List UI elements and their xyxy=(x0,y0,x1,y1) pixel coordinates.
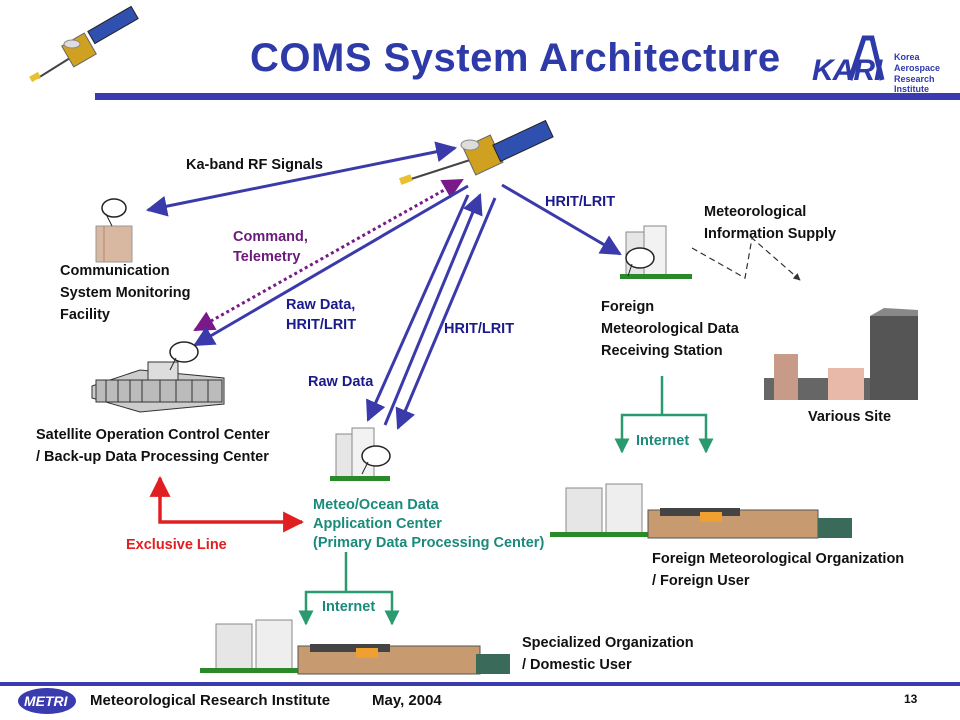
met-info-label-line2: Information Supply xyxy=(704,226,837,242)
hrit-mid-label: HRIT/LRIT xyxy=(444,321,515,337)
socc-label-line2: / Back-up Data Processing Center xyxy=(36,449,269,465)
internet-bottom-label: Internet xyxy=(322,599,376,615)
foreign-station-label-line2: Meteorological Data xyxy=(601,321,739,337)
command-label-line1: Command, xyxy=(233,229,308,245)
meteo-center-label-line2: Application Center xyxy=(313,516,442,532)
foreign-org-label-line2: / Foreign User xyxy=(652,573,750,589)
page-number: 13 xyxy=(904,692,918,706)
foreign-station-label-line1: Foreign xyxy=(601,299,655,315)
raw-hrit-label-line1: Raw Data, xyxy=(286,297,356,313)
specialized-org-label-line2: / Domestic User xyxy=(522,657,632,673)
city-skyline-icon xyxy=(764,308,918,400)
exclusive-line-label: Exclusive Line xyxy=(126,537,227,553)
satellite-icon-small xyxy=(29,5,139,83)
met-info-supply-link xyxy=(691,236,801,281)
foreign-station-label-line3: Receiving Station xyxy=(601,343,723,359)
hrit-mid-link xyxy=(395,197,497,430)
meteo-center-label-line3: (Primary Data Processing Center) xyxy=(313,535,545,551)
foreign-station-link xyxy=(501,183,622,256)
meteo-center-label-line1: Meteo/Ocean Data xyxy=(313,497,439,513)
title-underline xyxy=(95,93,960,100)
metri-logo: METRI xyxy=(18,688,76,714)
internet-right-link xyxy=(620,376,708,450)
comm-facility-label-line3: Facility xyxy=(60,307,110,323)
kari-logo-acronym: KARI xyxy=(812,54,882,87)
domestic-user-buildings-icon xyxy=(200,619,510,675)
raw-data-label: Raw Data xyxy=(308,374,374,390)
various-site-label: Various Site xyxy=(808,409,892,425)
comm-facility-label-line1: Communication xyxy=(60,263,170,279)
foreign-station-icon xyxy=(620,225,692,279)
kari-logo-line2: Aerospace xyxy=(894,63,941,73)
raw-hrit-label-line2: HRIT/LRIT xyxy=(286,317,357,333)
exclusive-line-link xyxy=(149,475,305,533)
footer-date: May, 2004 xyxy=(372,692,442,709)
footer-institute: Meteorological Research Institute xyxy=(90,692,331,709)
satellite-icon-main xyxy=(398,119,554,185)
meteo-center-icon xyxy=(330,427,391,481)
kari-logo-line1: Korea xyxy=(894,52,920,62)
kari-logo-line3: Research Institute xyxy=(894,74,935,94)
specialized-org-label-line1: Specialized Organization xyxy=(522,635,694,651)
raw-data-link xyxy=(366,194,470,422)
foreign-org-buildings-icon xyxy=(550,483,852,539)
socc-label-line1: Satellite Operation Control Center xyxy=(36,427,270,443)
socc-building-icon xyxy=(91,341,225,413)
kari-logo: KARI Korea Aerospace Research Institute xyxy=(812,30,960,94)
command-label-line2: Telemetry xyxy=(233,249,301,265)
socc-link xyxy=(193,184,469,347)
footer-rule xyxy=(0,682,960,686)
comm-facility-label-line2: System Monitoring xyxy=(60,285,191,301)
ka-band-label: Ka-band RF Signals xyxy=(186,157,323,173)
internet-right-label: Internet xyxy=(636,433,690,449)
comm-facility-icon xyxy=(95,198,133,263)
foreign-org-label-line1: Foreign Meteorological Organization xyxy=(652,551,905,567)
hrit-top-label: HRIT/LRIT xyxy=(545,194,616,210)
metri-logo-text: METRI xyxy=(24,693,68,709)
met-info-label-line1: Meteorological xyxy=(704,204,807,220)
hrit-down-link xyxy=(383,193,483,426)
page-title: COMS System Architecture xyxy=(250,36,781,80)
